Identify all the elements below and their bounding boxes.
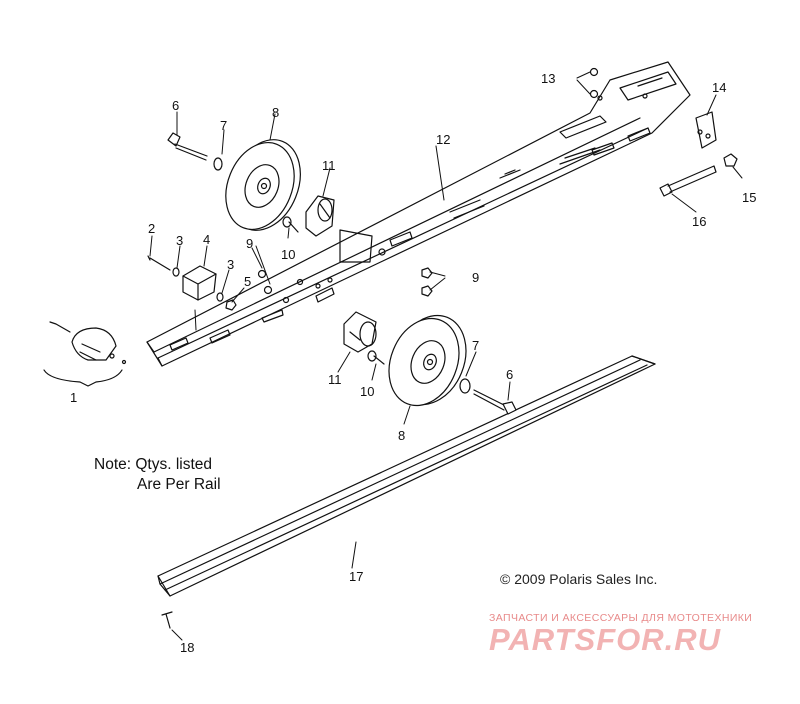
callout-14: 14 [712, 80, 726, 95]
callout-11b: 11 [328, 372, 342, 387]
nut-5 [225, 299, 237, 311]
callout-7a: 7 [220, 118, 227, 133]
washer-7-upper [213, 157, 223, 171]
bolt-6-upper [167, 132, 208, 161]
stopper-block-4 [182, 265, 217, 301]
watermark-logo: PARTSFOR.RU [489, 622, 722, 657]
callout-13: 13 [541, 71, 555, 86]
bolt-2 [147, 255, 171, 271]
callout-12: 12 [436, 132, 450, 147]
bracket-14 [695, 111, 717, 149]
callout-18: 18 [180, 640, 194, 655]
axle-bracket-11-upper [305, 195, 335, 237]
callout-9b: 9 [472, 270, 479, 285]
callout-3a: 3 [176, 233, 183, 248]
callout-10a: 10 [281, 247, 295, 262]
quantity-note: Note: Qtys. listed Are Per Rail [94, 455, 221, 495]
callout-11a: 11 [322, 158, 336, 173]
copyright-text: © 2009 Polaris Sales Inc. [500, 571, 658, 587]
rivet-18 [161, 611, 173, 629]
idler-wheel-8-lower [388, 314, 467, 407]
callout-4: 4 [203, 232, 210, 247]
callout-3b: 3 [227, 257, 234, 272]
nuts-13 [589, 67, 599, 99]
rail-12 [146, 61, 691, 367]
callout-6a: 6 [172, 98, 179, 113]
note-line-2: Are Per Rail [137, 476, 221, 493]
callout-2: 2 [148, 221, 155, 236]
callout-5: 5 [244, 274, 251, 289]
callout-9a: 9 [246, 236, 253, 251]
washer-3b [216, 292, 224, 302]
callout-10b: 10 [360, 384, 374, 399]
nuts-9-upper [257, 269, 273, 295]
watermark-caption: ЗАПЧАСТИ И АКСЕССУАРЫ ДЛЯ МОТОТЕХНИКИ [489, 612, 753, 624]
callout-1: 1 [70, 390, 77, 405]
rail-tip-kit-1 [43, 321, 127, 387]
callout-17: 17 [349, 569, 363, 584]
washer-7-lower [459, 378, 471, 394]
callout-8b: 8 [398, 428, 405, 443]
leader-lines [149, 71, 743, 641]
callout-16: 16 [692, 214, 706, 229]
nut-15 [723, 153, 738, 167]
washer-3a [172, 267, 180, 277]
bolt-16 [659, 165, 717, 197]
nuts-9-right [421, 267, 433, 297]
idler-wheel-8-upper [225, 139, 301, 231]
slide-17 [157, 355, 656, 597]
bolt-10-lower [367, 350, 385, 365]
callout-7b: 7 [472, 338, 479, 353]
axle-bracket-11-lower [343, 311, 377, 353]
callout-6b: 6 [506, 367, 513, 382]
callout-15: 15 [742, 190, 756, 205]
bolt-6-lower [473, 389, 517, 415]
note-line-1: Note: Qtys. listed [94, 456, 213, 473]
bolt-10-upper [282, 216, 299, 233]
callout-8a: 8 [272, 105, 279, 120]
callout-labels: 1 2 3 4 3 5 6 7 8 9 10 11 12 13 14 15 16… [70, 71, 756, 655]
